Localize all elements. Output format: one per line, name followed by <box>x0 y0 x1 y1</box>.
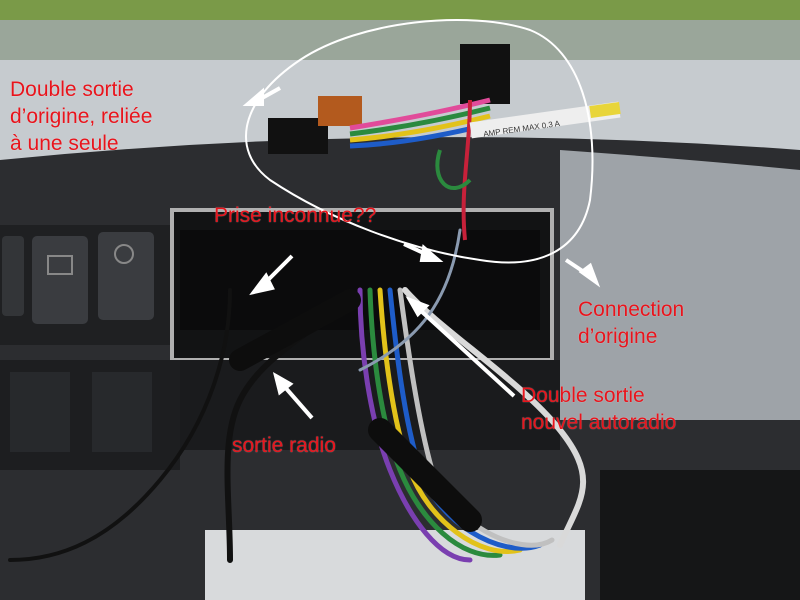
highlight-loop <box>245 19 594 264</box>
arrow-head-2 <box>249 272 275 296</box>
foglight-icon <box>114 244 134 264</box>
arrow-head-1 <box>242 87 264 106</box>
annotation-line: à une seule <box>10 132 119 155</box>
annotation-line: sortie radio <box>232 434 336 457</box>
arrow-head-6 <box>405 296 430 318</box>
wire-harness <box>8 228 587 563</box>
annotation-line: Prise inconnue?? <box>214 204 377 227</box>
vent-right <box>92 372 152 452</box>
switch-1 <box>2 236 24 316</box>
dashboard-reflection <box>560 150 800 420</box>
annotation-arrows <box>242 86 601 420</box>
switch-foglight <box>98 232 154 320</box>
annotation-line: nouvel autoradio <box>521 411 677 434</box>
radio-unit <box>205 530 585 600</box>
annotation-line: Connection <box>578 298 685 321</box>
annotation-line: d’origine <box>578 325 658 348</box>
switch-defrost <box>32 236 88 324</box>
arrow-head-5 <box>272 371 294 396</box>
annotation-radio-out: sortie radio <box>232 432 336 459</box>
annotation-double-new: Double sortie nouvel autoradio <box>521 382 676 436</box>
vent-left <box>10 372 70 452</box>
annotation-double-origin: Double sortie d’origine, reliée à une se… <box>10 76 152 157</box>
annotation-line: Double sortie <box>521 384 645 407</box>
defrost-icon <box>47 255 73 275</box>
arrow-double-new <box>418 308 516 398</box>
right-console <box>600 470 800 600</box>
annotation-line: d’origine, reliée <box>10 105 153 128</box>
arrow-head-3 <box>419 244 444 262</box>
arrow-radio <box>282 384 314 420</box>
annotation-unknown-plug: Prise inconnue?? <box>214 202 376 229</box>
arrow-head-4 <box>578 262 601 288</box>
annotation-connection: Connection d’origine <box>578 296 684 350</box>
annotation-line: Double sortie <box>10 78 134 101</box>
